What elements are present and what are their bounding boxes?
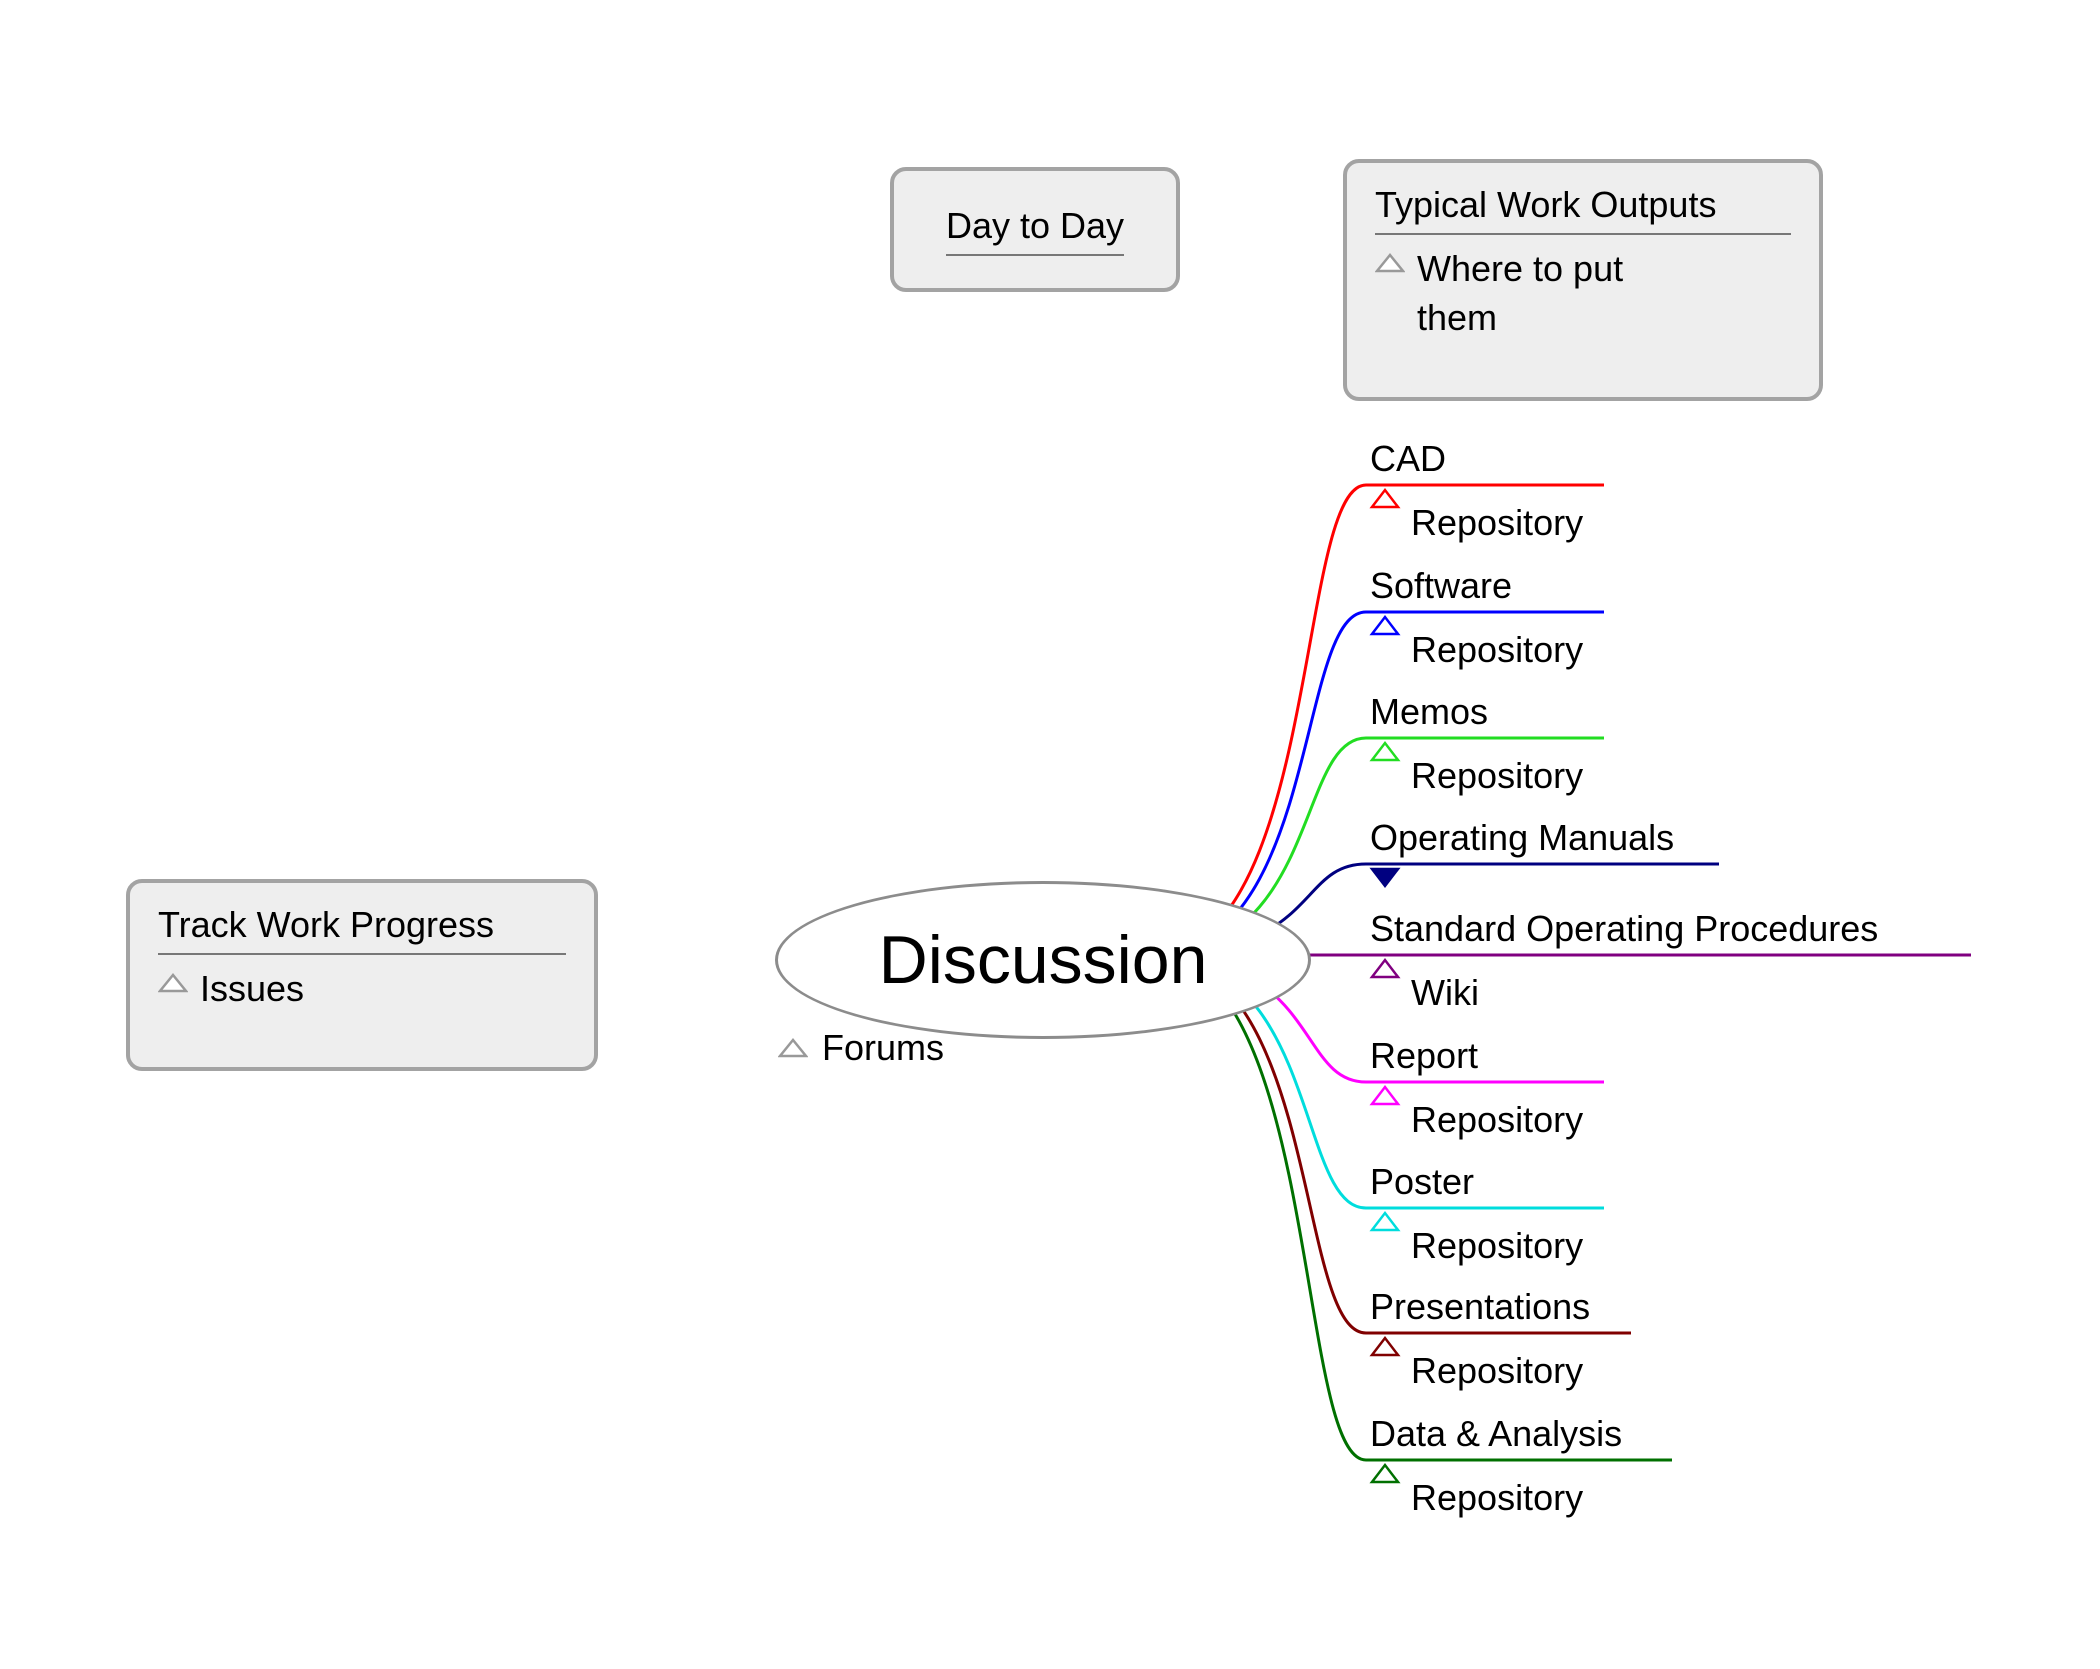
node-presentations[interactable]: Presentations [1370,1286,1591,1327]
forums-label: Forums [822,1027,945,1068]
center-node-discussion[interactable]: Discussion [775,881,1311,1039]
fold-icon-data-analysis[interactable] [1369,1462,1401,1484]
node-memos-child[interactable]: Repository [1411,755,1584,796]
node-data-analysis-child[interactable]: Repository [1411,1477,1584,1518]
fold-icon-issues[interactable] [158,973,188,993]
discussion-label: Discussion [878,922,1208,998]
fold-icon-software[interactable] [1369,614,1401,636]
fold-icon-poster[interactable] [1369,1210,1401,1232]
node-standard-operating-procedures-child[interactable]: Wiki [1411,972,1479,1013]
fold-icon-presentations[interactable] [1369,1335,1401,1357]
node-cad[interactable]: CAD [1370,438,1447,479]
node-report[interactable]: Report [1370,1035,1479,1076]
node-software-child[interactable]: Repository [1411,629,1584,670]
node-standard-operating-procedures[interactable]: Standard Operating Procedures [1370,908,1879,949]
track-work-progress-label: Track Work Progress [158,903,566,955]
node-memos[interactable]: Memos [1370,691,1489,732]
fold-icon-where-to-put-them[interactable] [1375,253,1405,273]
floating-node-track-work-progress[interactable]: Track Work Progress Issues [126,879,598,1071]
node-poster-child[interactable]: Repository [1411,1225,1584,1266]
floating-node-day-to-day[interactable]: Day to Day [890,167,1180,292]
node-where-to-put-them[interactable]: Where to put them [1375,245,1791,342]
where-to-put-them-label: Where to put them [1417,248,1624,338]
node-software[interactable]: Software [1370,565,1513,606]
node-issues[interactable]: Issues [158,965,566,1014]
node-poster[interactable]: Poster [1370,1161,1475,1202]
node-cad-child[interactable]: Repository [1411,502,1584,543]
typical-work-outputs-label: Typical Work Outputs [1375,183,1791,235]
node-data-analysis[interactable]: Data & Analysis [1370,1413,1623,1454]
node-forums[interactable]: Forums [778,1026,944,1070]
issues-label: Issues [200,968,305,1009]
fold-icon-memos[interactable] [1369,740,1401,762]
node-operating-manuals[interactable]: Operating Manuals [1370,817,1675,858]
day-to-day-label: Day to Day [945,204,1125,256]
fold-icon-report[interactable] [1369,1084,1401,1106]
fold-icon-forums[interactable] [778,1038,808,1058]
node-report-child[interactable]: Repository [1411,1099,1584,1140]
fold-icon-standard-operating-procedures[interactable] [1369,957,1401,979]
fold-icon-operating-manuals[interactable] [1369,867,1401,889]
fold-icon-cad[interactable] [1369,487,1401,509]
node-presentations-child[interactable]: Repository [1411,1350,1584,1391]
floating-node-typical-work-outputs[interactable]: Typical Work Outputs Where to put them [1343,159,1823,401]
